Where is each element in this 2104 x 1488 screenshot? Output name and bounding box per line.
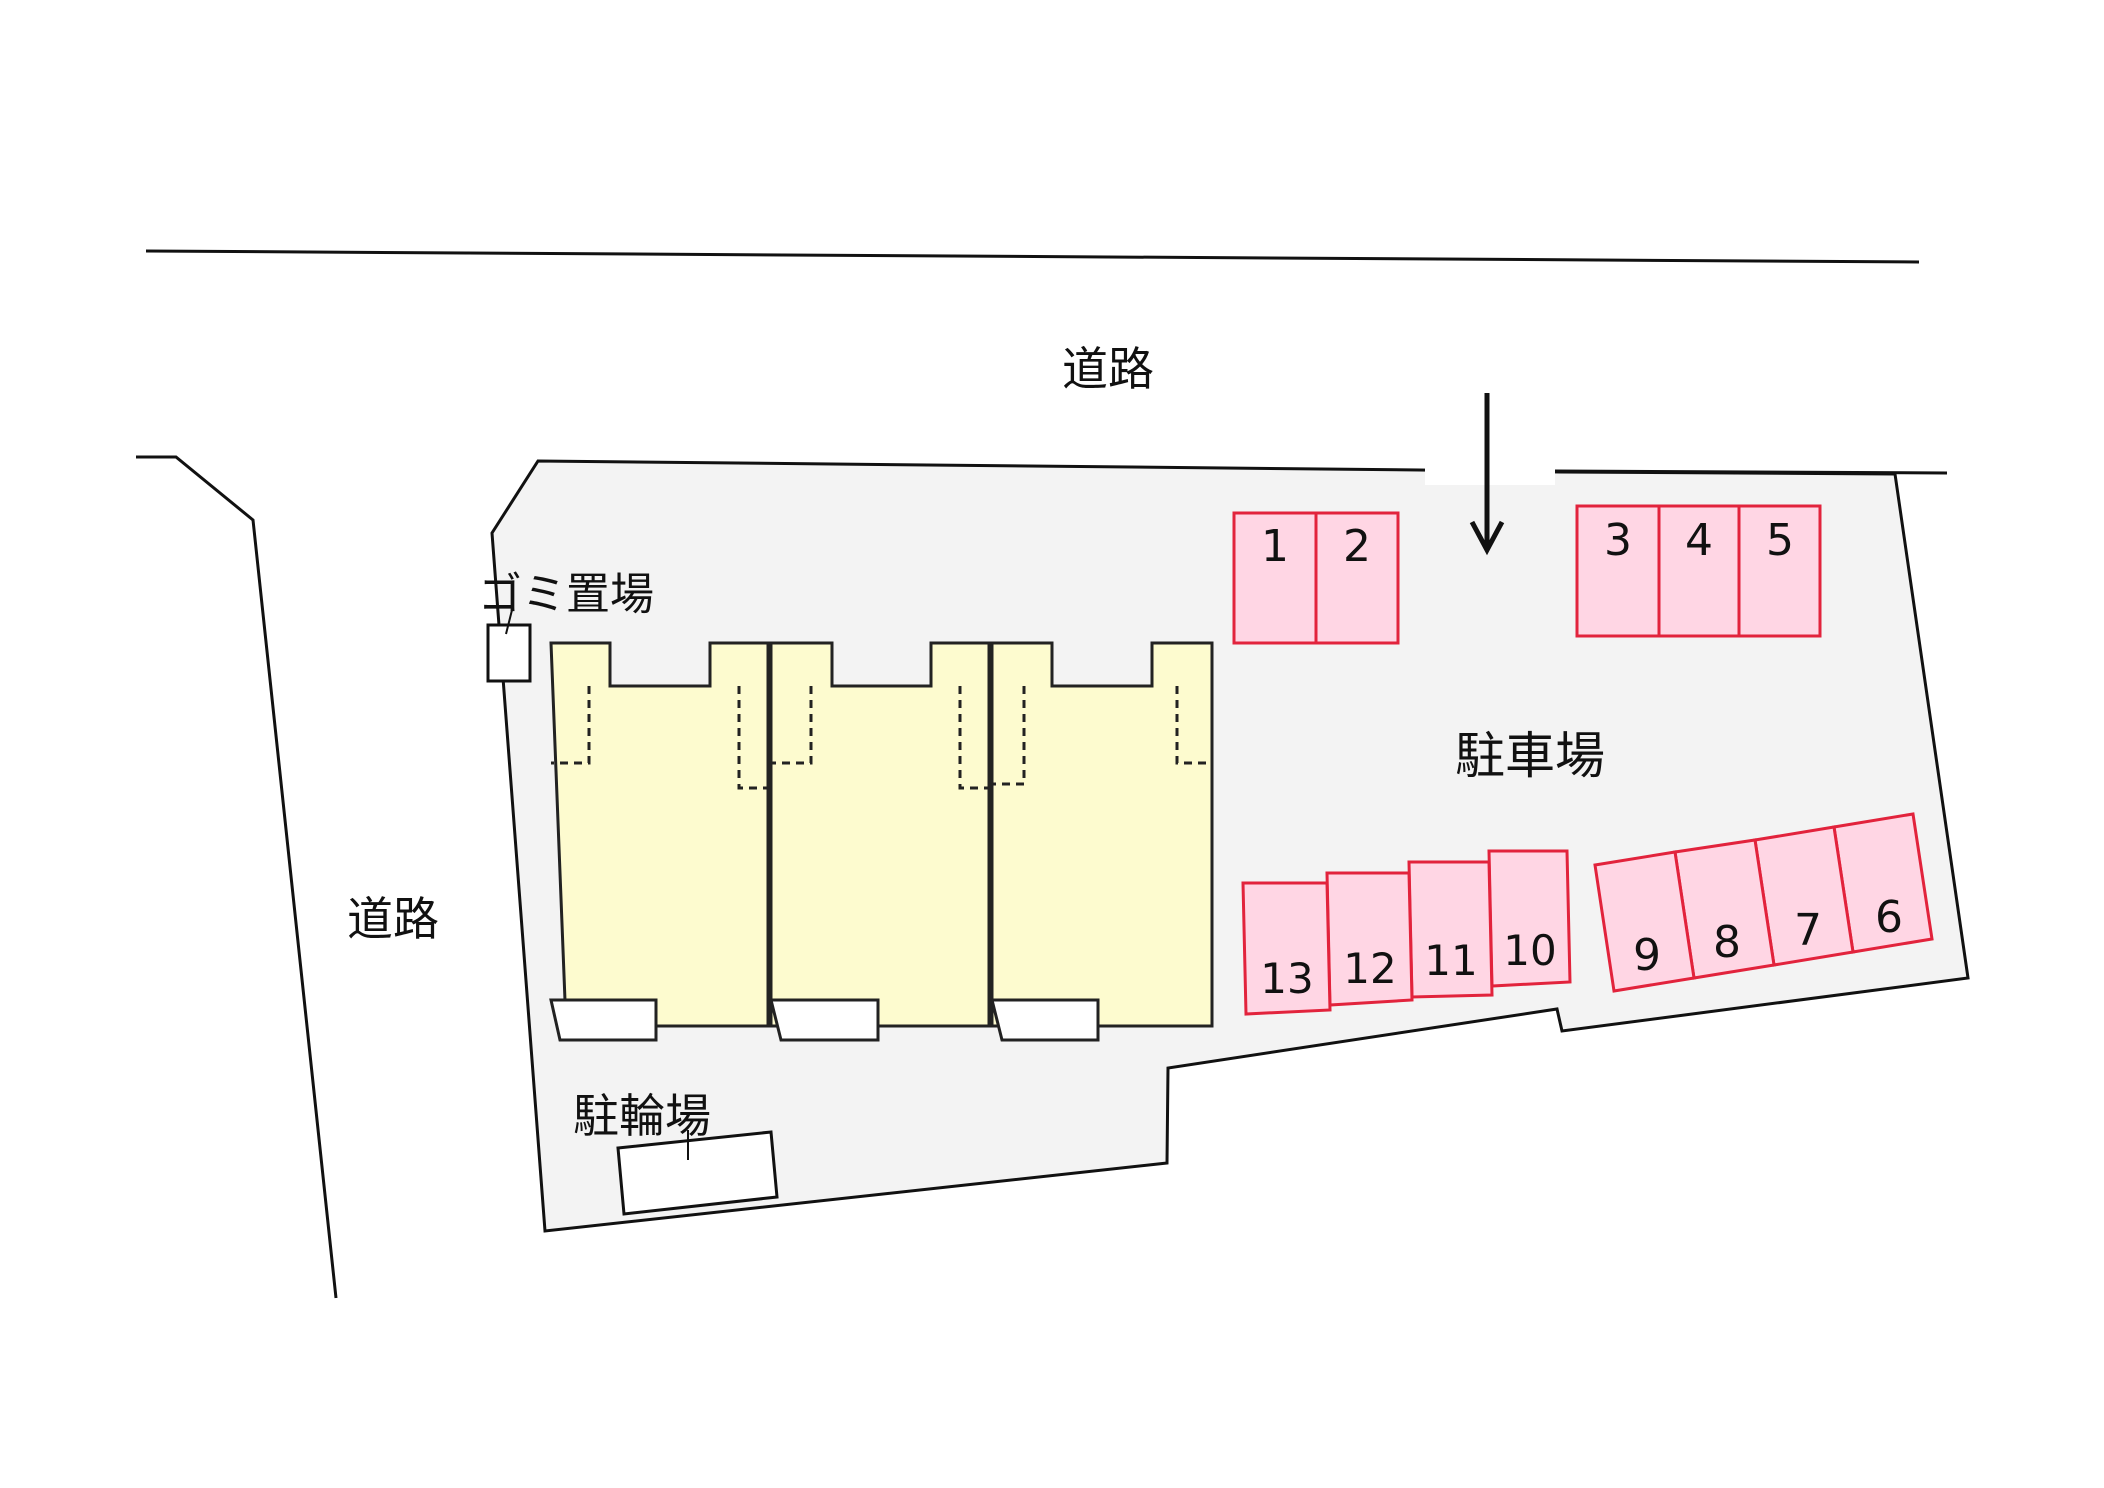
building-unit-2 (769, 641, 991, 1042)
parking-space-9: 9 (1593, 850, 1696, 993)
parking-space-10: 10 (1487, 849, 1572, 988)
parking-space-label: 2 (1343, 521, 1371, 572)
road-edge-left (136, 455, 338, 1299)
road-label-top: 道路 (1062, 342, 1154, 396)
bicycle-parking-label: 駐輪場 (573, 1089, 711, 1143)
parking-lot-label: 駐車場 (1455, 727, 1605, 785)
parking-space-8: 8 (1673, 838, 1776, 980)
lot-edge-right-top (1554, 469, 1948, 475)
parking-space-4: 4 (1657, 504, 1741, 638)
building-unit-3 (990, 641, 1214, 1042)
parking-space-5: 5 (1737, 504, 1822, 638)
entrance-arrow-icon (1469, 393, 1505, 556)
parking-space-2: 2 (1314, 511, 1400, 645)
garbage-box (486, 609, 532, 683)
road-label-left: 道路 (347, 892, 439, 946)
parking-space-label: 6 (1875, 892, 1903, 943)
parking-space-11: 11 (1407, 860, 1494, 999)
parking-space-12: 12 (1325, 871, 1414, 1007)
parking-space-label: 9 (1633, 930, 1661, 981)
parking-space-13: 13 (1241, 881, 1332, 1016)
bicycle-shelter (616, 1130, 779, 1216)
parking-space-label: 5 (1766, 515, 1794, 566)
parking-space-label: 7 (1794, 905, 1822, 956)
parking-space-label: 12 (1343, 944, 1396, 993)
parking-space-6: 6 (1832, 812, 1934, 954)
parking-space-7: 7 (1753, 825, 1855, 967)
parking-space-label: 1 (1261, 521, 1289, 572)
parking-space-label: 10 (1503, 926, 1556, 975)
road-edge-top (145, 249, 1920, 264)
entrance-gap (1425, 455, 1555, 485)
parking-space-label: 3 (1604, 515, 1632, 566)
garbage-area-label: ゴミ置場 (478, 569, 654, 620)
building-unit-1 (549, 641, 770, 1042)
parking-space-label: 11 (1424, 936, 1477, 985)
parking-space-label: 13 (1260, 954, 1313, 1003)
parking-space-3: 3 (1575, 504, 1661, 638)
parking-space-1: 1 (1232, 511, 1318, 645)
parking-space-label: 8 (1713, 917, 1741, 968)
parking-space-label: 4 (1685, 515, 1713, 566)
